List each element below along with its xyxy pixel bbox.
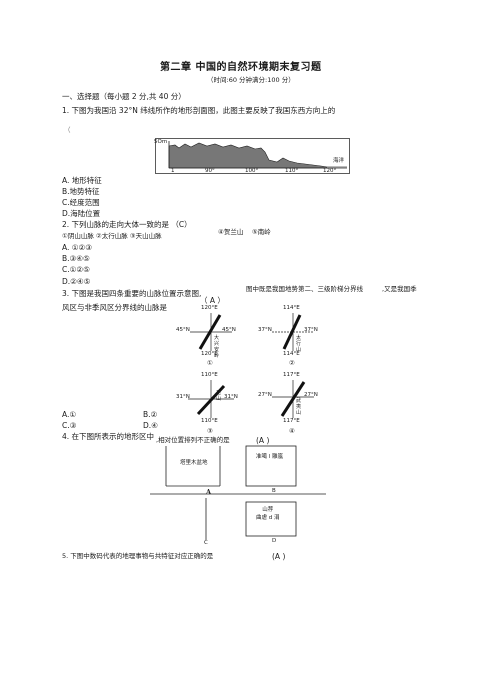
p2-top: 114°E	[283, 305, 300, 311]
q4-box-d-text: 山荐 曲虐 d 涓	[256, 507, 280, 521]
q4-box-b-label: B	[272, 488, 276, 494]
p4-bottom: 117°E	[283, 418, 300, 424]
q4-stem-a: 4. 在下图所表示的地形区中	[62, 432, 155, 441]
section-heading: 一、选择题（每小题 2 分,共 40 分）	[62, 92, 186, 101]
q3-answer: （ A ）	[200, 296, 225, 305]
profile-tick-120: 120°	[323, 168, 337, 174]
p1-top: 120°E	[201, 305, 218, 311]
mountain-4-svg	[272, 380, 314, 418]
q3-stem-c: ,又是我国季	[382, 285, 417, 293]
terrain-profile-svg	[155, 138, 350, 174]
q2-option-b[interactable]: B.③④⑤	[62, 254, 90, 263]
p2-chars: 太行山	[296, 335, 302, 353]
p4-left: 27°N	[258, 392, 272, 398]
q4-figure: 塔里木盆地 A 准噶 l 雕嵐 B 山荐 曲虐 d 涓 C D	[150, 440, 326, 546]
q1-option-c[interactable]: C.经度范围	[62, 198, 100, 207]
q5-stem: 5. 下图中数码代表的地理事物与共特征对应正确的是	[62, 552, 214, 560]
p2-bottom: 114°E	[283, 351, 300, 357]
p1-num: ①	[207, 359, 213, 367]
q3-panel-2: 114°E 37°N 37°N 太行山 114°E ②	[258, 305, 328, 367]
mountain-2-svg	[272, 313, 314, 351]
profile-sea-label: 海洋	[333, 158, 345, 164]
profile-tick-100: 100°	[245, 168, 259, 174]
q3-panel-3: 110°E 31°N 31°N 巫山 110°E ③	[176, 372, 246, 436]
q4-box-c-label: C	[204, 540, 208, 546]
q4-box-a-label: A	[206, 488, 212, 496]
mountain-1-svg	[190, 313, 232, 351]
p4-top: 117°E	[283, 372, 300, 378]
q2-option-c[interactable]: C.①②⑤	[62, 265, 90, 274]
p3-bottom: 110°E	[201, 418, 218, 424]
profile-tick-1: 1	[171, 168, 175, 174]
q2-option-a[interactable]: A. ①②③	[62, 243, 92, 252]
p3-right: 31°N	[224, 394, 238, 400]
q1-paren: （	[64, 126, 71, 134]
q1-profile-figure: 5Om 海洋 1 90° 100° 110° 120°	[154, 138, 350, 174]
profile-tick-90: 90°	[205, 168, 215, 174]
q3-stem-a: 3. 下图是我国四条重要的山脉位置示意图,	[62, 289, 202, 298]
q3-stem-line2: 风区与非季风区分界线的山脉是	[62, 303, 167, 312]
q4-box-b-text: 准噶 l 雕嵐	[256, 454, 284, 460]
q1-stem: 1. 下图为我国沿 32°N 纬线所作的地形剖面图，此图主要反映了我国东西方向上…	[62, 106, 336, 115]
p4-chars: 武夷山	[296, 398, 302, 416]
q2-stem: 2. 下列山脉的走向大体一致的是 （C）	[62, 220, 192, 229]
page-subtitle: （时间:60 分钟满分:100 分）	[207, 76, 295, 84]
p1-left: 45°N	[176, 327, 190, 333]
page-title: 第二章 中国的自然环境期末复习题	[160, 62, 322, 73]
q3-option-d[interactable]: D.④	[143, 421, 158, 430]
p1-right: 45°N	[222, 327, 236, 333]
q2-items-left: ①阴山山脉 ②太行山脉 ③天山山脉	[62, 232, 162, 240]
p2-num: ②	[289, 359, 295, 367]
q1-option-b[interactable]: B.地势特征	[62, 187, 100, 196]
q3-stem-b: 图中既是我国地势第二、三级阶梯分界线	[246, 285, 363, 293]
p3-left: 31°N	[176, 394, 190, 400]
p3-top: 110°E	[201, 372, 218, 378]
q5-answer: (A )	[272, 552, 286, 561]
p4-num: ④	[289, 427, 295, 435]
profile-tick-110: 110°	[285, 168, 299, 174]
q3-option-a[interactable]: A.①	[62, 410, 77, 419]
p4-right: 27°N	[304, 392, 318, 398]
q4-stem-b: ,相对位置排列不正确的是	[156, 436, 230, 444]
q4-answer: (A )	[256, 436, 270, 445]
mountain-3-svg	[188, 380, 234, 418]
p2-left: 37°N	[258, 327, 272, 333]
p2-right: 37°N	[304, 327, 318, 333]
p1-chars: 大兴安岭	[214, 335, 220, 359]
q1-option-a[interactable]: A. 地形特征	[62, 176, 102, 185]
p1-bottom: 120°E	[201, 351, 218, 357]
q4-box-d-label: D	[272, 538, 277, 544]
q2-option-d[interactable]: D.②④⑤	[62, 277, 91, 286]
q3-option-c[interactable]: C.③	[62, 421, 77, 430]
q1-option-d[interactable]: D.海陆位置	[62, 209, 101, 218]
q2-items-right: ④贺兰山 ⑤南岭	[218, 228, 271, 236]
q3-panel-1: 120°E 45°N 45°N 大兴安岭 120°E ①	[176, 305, 246, 367]
q4-frame-svg	[150, 445, 326, 540]
profile-y-label: 5Om	[154, 139, 168, 145]
q4-box-a-text: 塔里木盆地	[180, 460, 208, 466]
p3-num: ③	[207, 427, 213, 435]
q3-panel-4: 117°E 27°N 27°N 武夷山 117°E ④	[258, 372, 328, 436]
q3-option-b[interactable]: B.②	[143, 410, 158, 419]
p3-chars: 巫山	[216, 390, 222, 402]
